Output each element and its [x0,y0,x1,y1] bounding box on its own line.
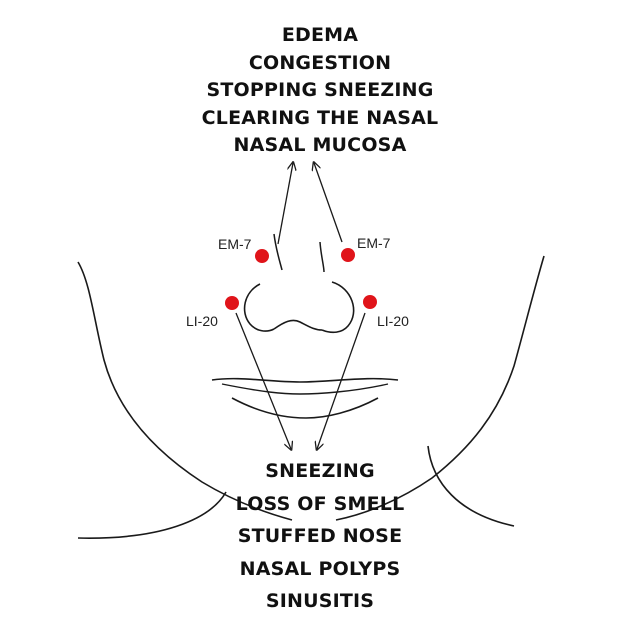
nose-bridge-left [273,233,283,271]
nose-wing-right [321,281,355,334]
upper-effects-list: EDEMA CONGESTION STOPPING SNEEZING CLEAR… [0,22,640,160]
upper-effect-item: CLEARING THE NASAL [201,106,439,129]
lower-lip [231,397,379,419]
upper-effect-item: NASAL MUCOSA [233,134,407,156]
upper-effect-item: CONGESTION [248,51,392,74]
lower-effects-list: SNEEZING LOSS OF SMELL STUFFED NOSE NASA… [0,455,640,618]
nose-wing-left [243,283,275,332]
lower-effect-item: SNEEZING [265,460,375,482]
lip-line [221,383,389,395]
point-li20-left [225,296,239,310]
lower-effect-item: NASAL POLYPS [239,557,401,580]
neck-line-right [427,445,515,527]
arrow-em7-right-up [314,163,343,243]
lower-effect-item: STUFFED NOSE [237,525,403,547]
arrow-em7-left-up [277,163,293,245]
point-em7-right [341,248,355,262]
neck-line-left [77,491,227,539]
lower-effect-item: LOSS OF SMELL [235,492,405,515]
label-li20-right: LI-20 [377,313,409,329]
point-em7-left [255,249,269,263]
upper-lip [211,377,399,383]
lower-effect-item: SINUSITIS [265,590,375,612]
arrow-li20-right-down [317,312,366,449]
label-em7-left: EM-7 [218,236,252,252]
upper-effect-item: STOPPING SNEEZING [206,79,434,101]
face-outline-left [77,261,293,521]
nose-bridge-right [319,241,325,273]
upper-effect-item: EDEMA [281,24,359,46]
face-outline-right [335,255,545,521]
arrow-li20-left-down [235,312,291,449]
label-em7-right: EM-7 [357,235,391,251]
point-li20-right [363,295,377,309]
nose-tip [273,319,323,331]
label-li20-left: LI-20 [186,313,218,329]
